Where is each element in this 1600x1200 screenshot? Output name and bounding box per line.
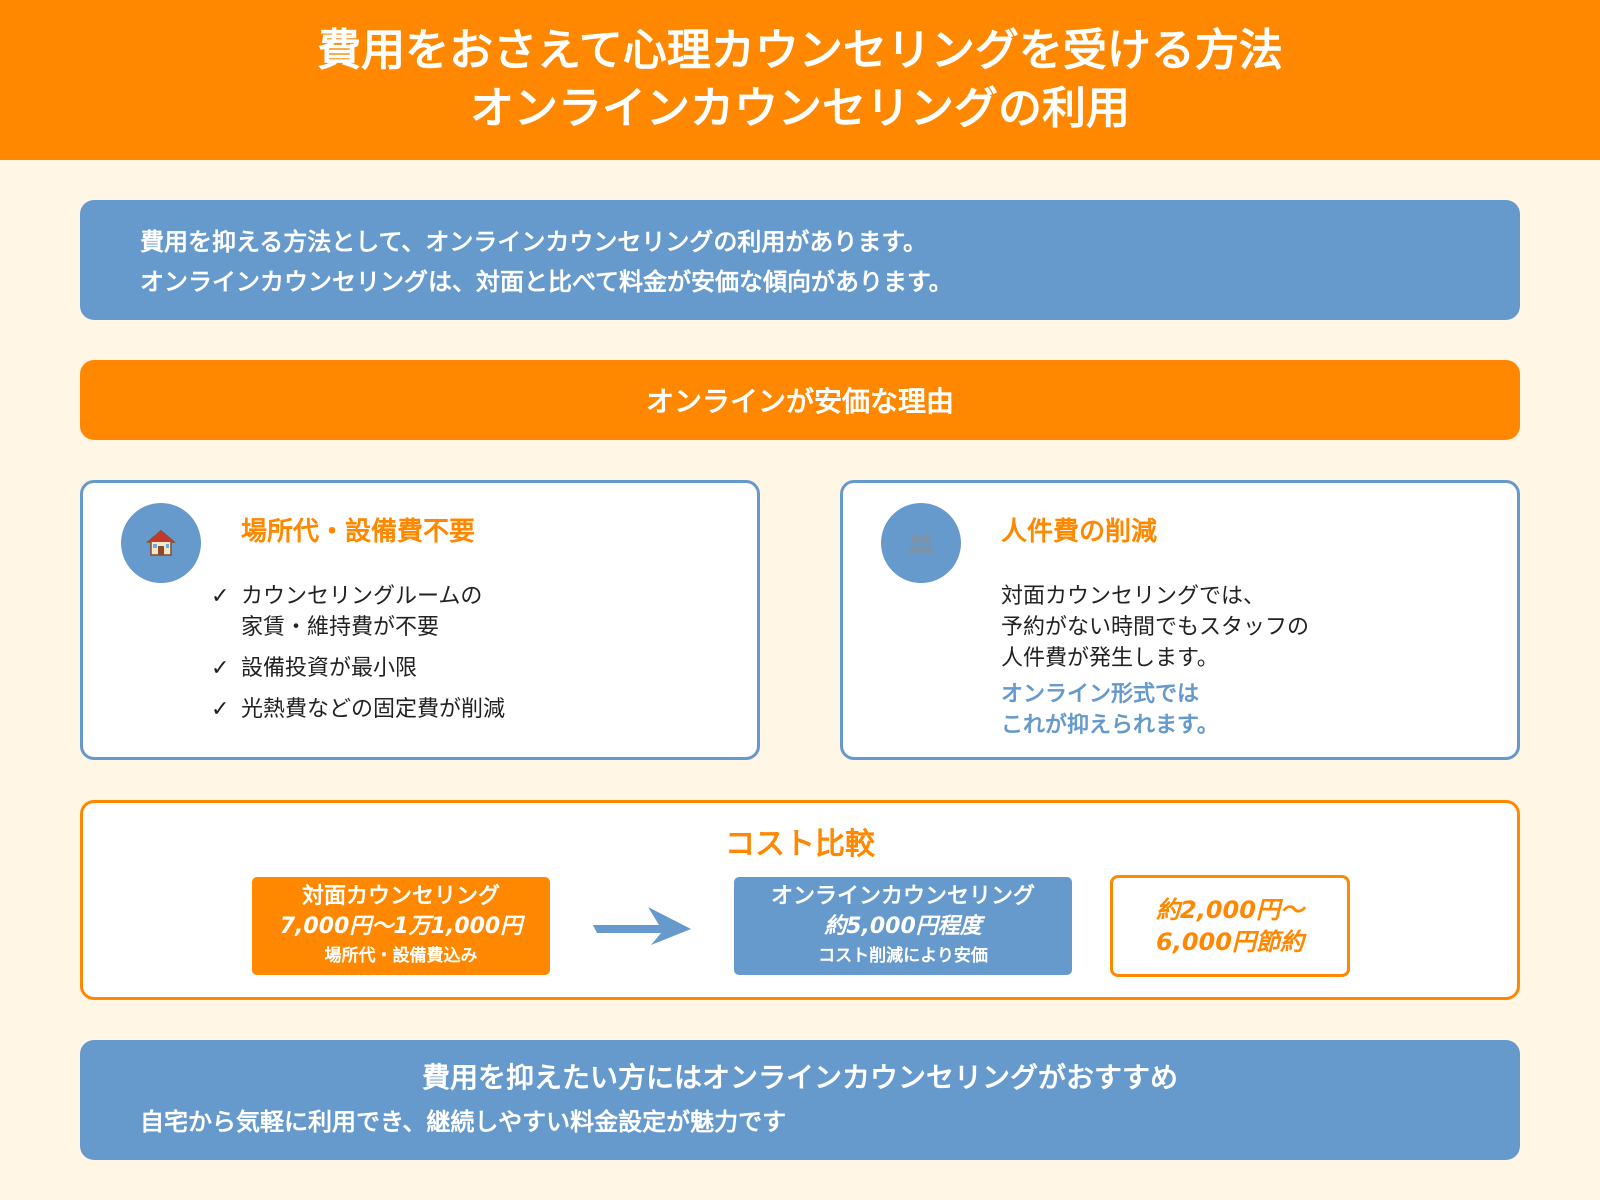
face-to-face-price-box: 対面カウンセリング 7,000円〜1万1,000円 場所代・設備費込み	[252, 877, 550, 975]
online-price-box: オンラインカウンセリング 約5,000円程度 コスト削減により安価	[734, 877, 1072, 975]
cost-comparison-title: コスト比較	[725, 827, 875, 862]
staff-card-emphasis: オンライン形式では これが抑えられます。	[1001, 679, 1219, 741]
intro-panel: 費用を抑える方法として、オンラインカウンセリングの利用があります。 オンラインカ…	[80, 200, 1520, 320]
people-icon-circle	[881, 503, 961, 583]
arrow-right-icon	[593, 907, 691, 945]
facility-card-title: 場所代・設備費不要	[241, 517, 476, 547]
staff-card-title: 人件費の削減	[1001, 517, 1158, 547]
check-item: ✓ カウンセリングルームの 家賃・維持費が不要	[211, 581, 505, 643]
savings-line1: 約2,000円〜	[1156, 896, 1304, 924]
check-item-text: 光熱費などの固定費が削減	[241, 697, 506, 722]
staff-card-body: 対面カウンセリングでは、 予約がない時間でもスタッフの 人件費が発生します。	[1001, 581, 1309, 674]
facility-check-list: ✓ カウンセリングルームの 家賃・維持費が不要 ✓ 設備投資が最小限 ✓ 光熱費…	[211, 581, 505, 735]
savings-line2: 6,000円節約	[1156, 928, 1304, 956]
staff-emph-line: これが抑えられます。	[1001, 713, 1219, 738]
staff-cost-card: 人件費の削減 対面カウンセリングでは、 予約がない時間でもスタッフの 人件費が発…	[840, 480, 1520, 760]
facility-cost-card: 場所代・設備費不要 ✓ カウンセリングルームの 家賃・維持費が不要 ✓ 設備投資…	[80, 480, 760, 760]
recommendation-footer: 費用を抑えたい方にはオンラインカウンセリングがおすすめ 自宅から気軽に利用でき、…	[80, 1040, 1520, 1160]
intro-line1: 費用を抑える方法として、オンラインカウンセリングの利用があります。	[140, 228, 927, 256]
people-icon	[908, 534, 934, 553]
online-note: コスト削減により安価	[818, 946, 988, 966]
check-item-text: カウンセリングルームの	[241, 584, 483, 609]
page-title-line2: オンラインカウンセリングの利用	[470, 83, 1130, 134]
check-item-text: 設備投資が最小限	[241, 656, 418, 681]
staff-body-line: 対面カウンセリングでは、	[1001, 584, 1266, 609]
face-note: 場所代・設備費込み	[324, 946, 478, 966]
cost-comparison-panel: コスト比較 対面カウンセリング 7,000円〜1万1,000円 場所代・設備費込…	[80, 800, 1520, 1000]
face-label: 対面カウンセリング	[301, 884, 500, 909]
online-label: オンラインカウンセリング	[770, 884, 1035, 909]
staff-body-line: 人件費が発生します。	[1001, 646, 1219, 671]
check-icon: ✓	[211, 697, 230, 722]
intro-line2: オンラインカウンセリングは、対面と比べて料金が安価な傾向があります。	[140, 268, 953, 296]
check-item-text: 家賃・維持費が不要	[241, 615, 440, 640]
check-item: ✓ 設備投資が最小限	[211, 653, 505, 684]
page-header: 費用をおさえて心理カウンセリングを受ける方法 オンラインカウンセリングの利用	[0, 0, 1600, 160]
check-icon: ✓	[211, 656, 230, 681]
footer-sub-text: 自宅から気軽に利用でき、継続しやすい料金設定が魅力です	[140, 1108, 787, 1136]
footer-main-text: 費用を抑えたい方にはオンラインカウンセリングがおすすめ	[421, 1061, 1178, 1094]
savings-box: 約2,000円〜 6,000円節約	[1110, 875, 1350, 977]
staff-body-line: 予約がない時間でもスタッフの	[1001, 615, 1310, 640]
reasons-heading: オンラインが安価な理由	[645, 385, 954, 418]
page-title-line1: 費用をおさえて心理カウンセリングを受ける方法	[317, 25, 1283, 76]
reasons-heading-bar: オンラインが安価な理由	[80, 360, 1520, 440]
house-icon-circle	[121, 503, 201, 583]
staff-emph-line: オンライン形式では	[1001, 682, 1200, 707]
house-icon	[146, 530, 176, 556]
face-price: 7,000円〜1万1,000円	[279, 914, 523, 939]
check-item: ✓ 光熱費などの固定費が削減	[211, 694, 505, 725]
check-icon: ✓	[211, 584, 230, 609]
online-price: 約5,000円程度	[824, 914, 982, 939]
